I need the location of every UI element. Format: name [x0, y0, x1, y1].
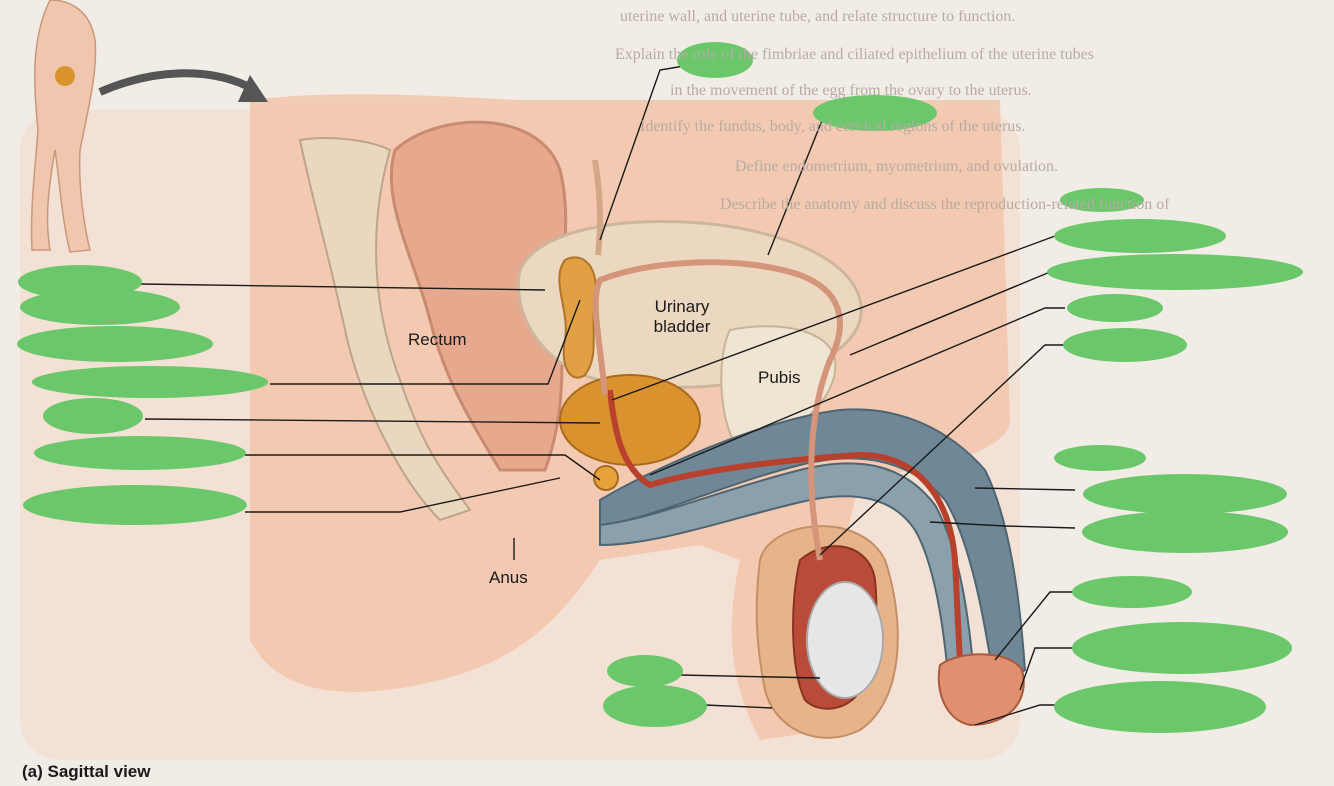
redaction-blob [1047, 254, 1303, 290]
redaction-blob [813, 95, 937, 131]
seminal-vesicle [558, 256, 597, 379]
redaction-blob [607, 655, 683, 687]
glans-penis [937, 653, 1025, 727]
redaction-blob [43, 398, 143, 434]
ductus-deferens [592, 259, 843, 561]
redaction-blob [1054, 681, 1266, 733]
testis [806, 581, 884, 699]
label-anus: Anus [489, 568, 528, 587]
orientation-figure [30, 0, 97, 253]
redaction-blob [17, 326, 213, 362]
redaction-blob [32, 366, 268, 398]
redactions [17, 42, 1303, 733]
redaction-blob [1060, 188, 1144, 212]
pointer-arrowhead [238, 75, 268, 102]
redaction-blob [20, 289, 180, 325]
prostate-gland [559, 374, 701, 466]
background-text-line: Explain the role of the fimbriae and cil… [615, 46, 1094, 63]
label-pubis: Pubis [758, 368, 801, 387]
background-text-line: Describe the anatomy and discuss the rep… [720, 196, 1170, 213]
redaction-blob [1063, 328, 1187, 362]
ureter [592, 159, 604, 256]
redaction-blob [1082, 511, 1288, 553]
redaction-blob [677, 42, 753, 78]
label-rectum: Rectum [408, 330, 467, 349]
label-urinary-bladder: Urinary bladder [653, 297, 711, 336]
bulbourethral-gland [593, 465, 619, 491]
redaction-blob [23, 485, 247, 525]
redaction-blob [1083, 474, 1287, 514]
sacrum-bones [298, 137, 472, 522]
figure-caption: (a) Sagittal view [22, 762, 151, 781]
redaction-blob [34, 436, 246, 470]
redaction-blob [603, 685, 707, 727]
urethra [607, 389, 968, 721]
rectum-shape [389, 120, 568, 472]
redaction-blob [1072, 576, 1192, 608]
corpus-cavernosum [599, 408, 1027, 692]
background-text-line: in the movement of the egg from the ovar… [670, 82, 1032, 99]
redaction-blob [1067, 294, 1163, 322]
pointer-arrow [98, 69, 257, 96]
background-text-line: Identify the fundus, body, and cervical … [640, 118, 1026, 135]
background-text-line: uterine wall, and uterine tube, and rela… [620, 8, 1016, 25]
redaction-blob [1054, 219, 1226, 253]
background-text-line: Define endometrium, myometrium, and ovul… [735, 158, 1059, 175]
redaction-blob [1072, 622, 1292, 674]
redaction-blob [1054, 445, 1146, 471]
